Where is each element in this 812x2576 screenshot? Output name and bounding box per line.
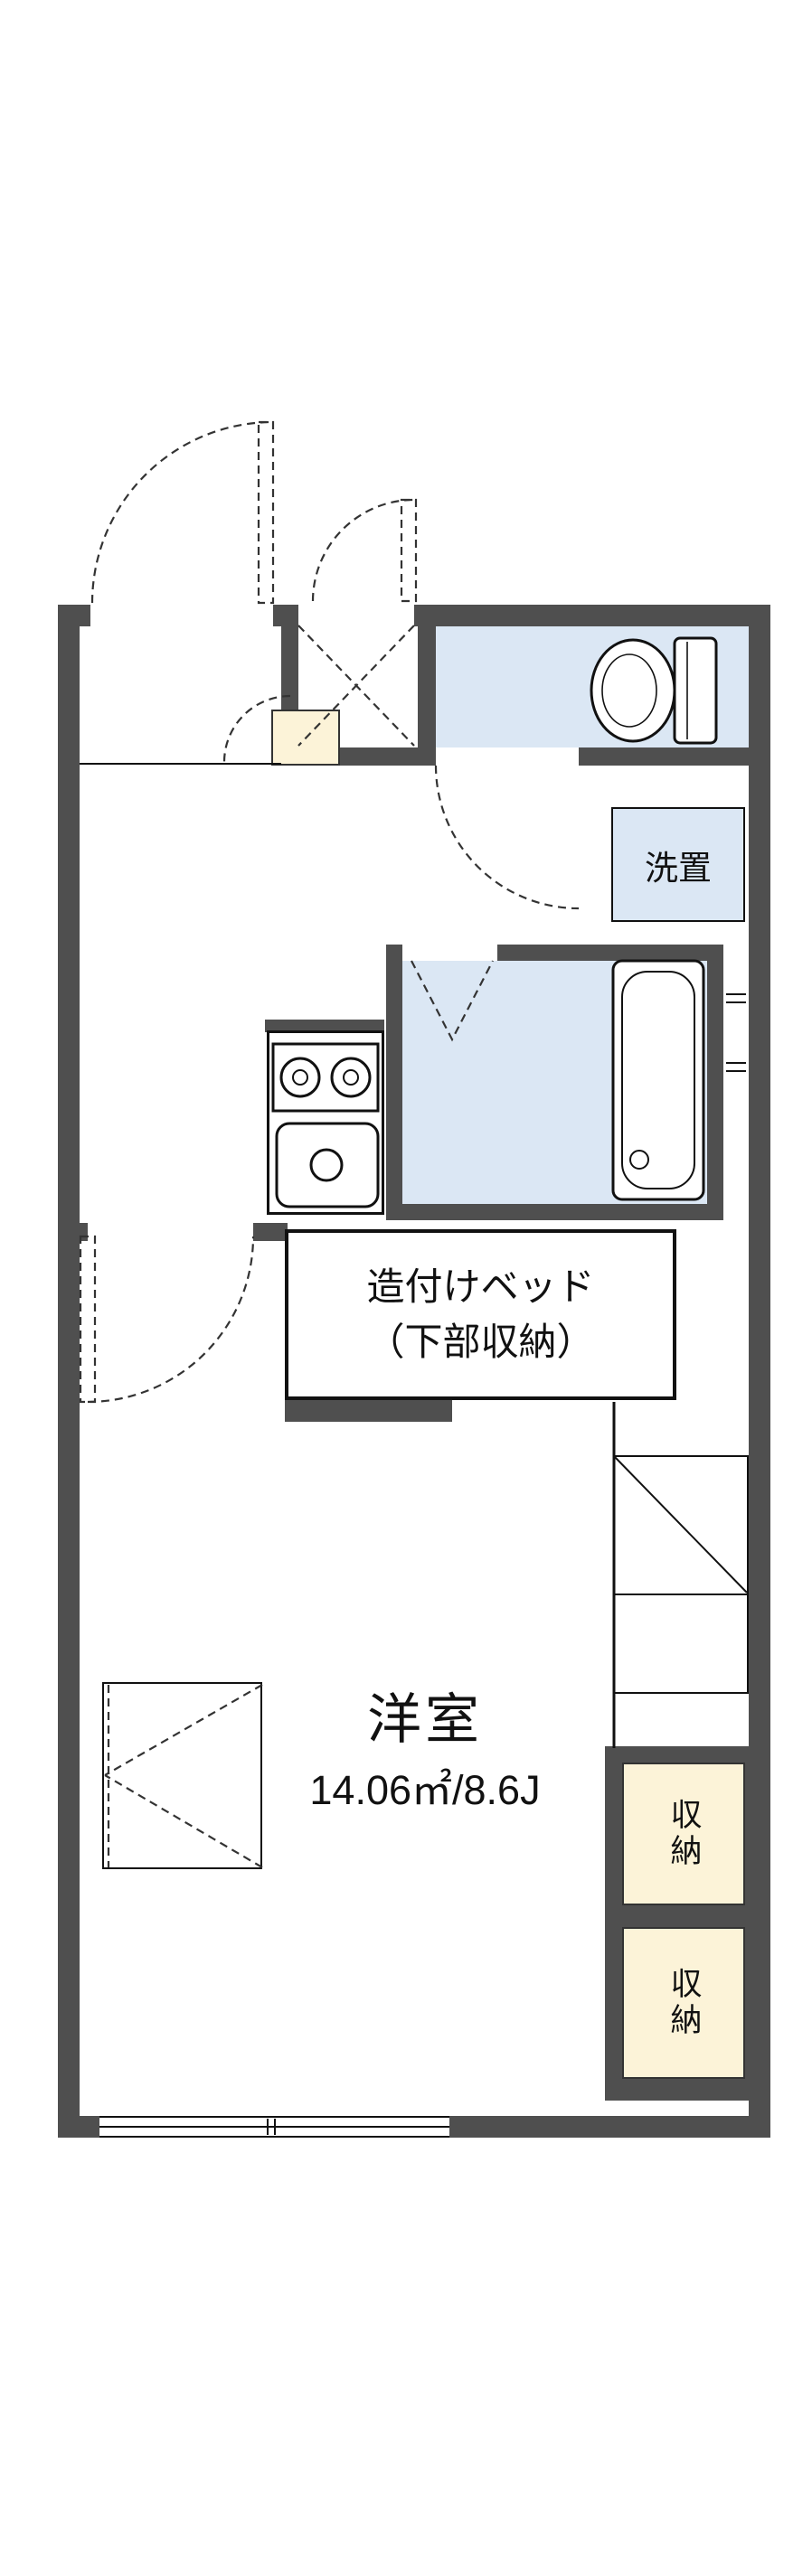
room-entry-wall-right — [253, 1223, 288, 1241]
bottom-window — [99, 2116, 449, 2138]
built-in-bed-box — [285, 1229, 676, 1400]
bath-right-wall — [707, 945, 723, 1220]
bath-top-wall-right — [497, 945, 723, 961]
pipe-space-marks — [726, 993, 746, 1072]
storage-box-bottom — [622, 1927, 745, 2079]
toilet-room-floor — [436, 626, 749, 747]
kitchen-top-wall — [265, 1020, 384, 1032]
second-door-swing — [311, 498, 418, 603]
washer-label: 洗置 — [645, 849, 712, 887]
bath-left-wall — [386, 945, 402, 1220]
room-door-swing — [79, 1235, 255, 1404]
kitchen-block — [267, 1030, 384, 1215]
toilet-bottom-wall — [579, 747, 749, 766]
room-entry-wall-left — [58, 1223, 88, 1241]
bathroom-floor — [402, 961, 707, 1204]
right-column-unit — [613, 1455, 749, 1694]
left-wall — [58, 605, 80, 2138]
bed-label: 造付けベッド （下部収納） — [285, 1229, 676, 1400]
washer-space-box — [611, 807, 745, 922]
storage-box-top — [622, 1763, 745, 1905]
room-size-label: 14.06㎡/8.6J — [309, 1766, 541, 1813]
storage-label-bottom: 収納 — [622, 1927, 745, 2079]
top-wall-corner — [58, 605, 90, 626]
bottom-wall-right — [449, 2116, 770, 2138]
shoe-cabinet — [271, 710, 340, 766]
top-wall-right — [414, 605, 770, 626]
under-bed-wall — [285, 1400, 452, 1422]
toilet-left-wall — [418, 605, 436, 766]
toilet-door-swing — [434, 765, 580, 910]
entrance-door-swing — [90, 420, 275, 605]
bath-bottom-wall — [386, 1204, 723, 1220]
bed-label-line1: 造付けベッド — [366, 1264, 595, 1308]
storage-label-bottom-text: 収納 — [666, 1967, 702, 2039]
bottom-wall-left — [58, 2116, 99, 2138]
bed-label-line2: （下部収納） — [366, 1320, 595, 1363]
room-name-label: 洋室 — [367, 1688, 483, 1750]
entry-stub-wall — [281, 605, 298, 710]
storage-label-top-text: 収納 — [666, 1798, 702, 1870]
storage-label-top: 収納 — [622, 1763, 745, 1905]
